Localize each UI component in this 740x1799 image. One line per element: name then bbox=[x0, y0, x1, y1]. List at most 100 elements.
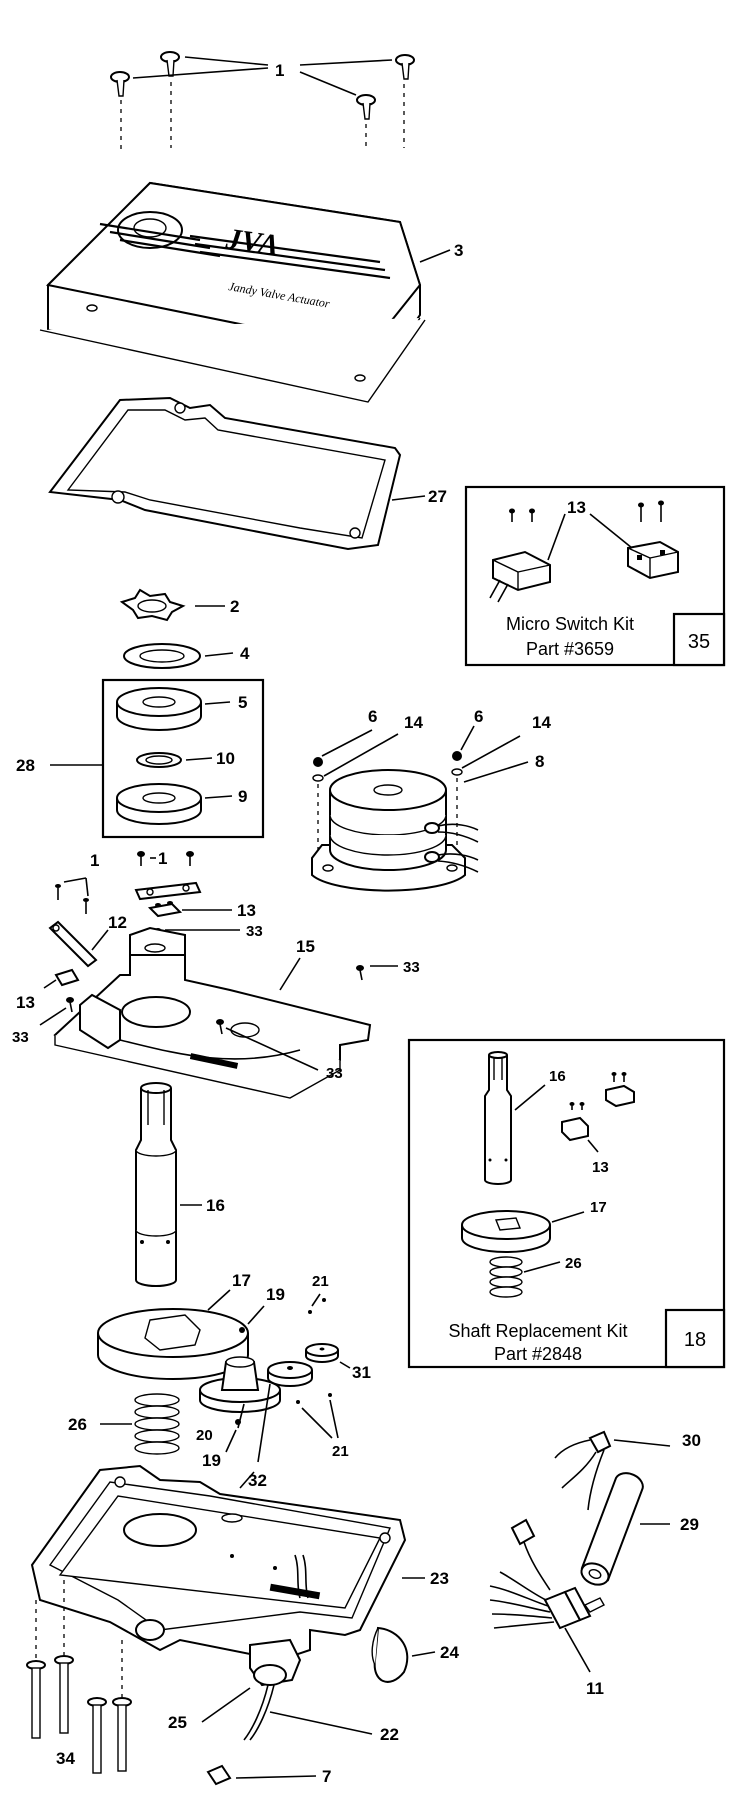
callout-31: 31 bbox=[352, 1363, 371, 1382]
drive-shaft bbox=[484, 1051, 512, 1185]
shaft-replacement-kit-box: 16 13 17 26 Shaft Replacement Kit Part #… bbox=[407, 1038, 726, 1369]
callout-19: 19 bbox=[266, 1285, 285, 1304]
callout-8: 8 bbox=[535, 752, 544, 771]
callout-27: 27 bbox=[428, 487, 447, 506]
callout-33: 33 bbox=[326, 1065, 343, 1082]
actuator-housing: 23 bbox=[30, 1464, 449, 1662]
star-washer: 2 bbox=[119, 588, 239, 622]
callout-21: 21 bbox=[312, 1273, 329, 1290]
callout-33: 33 bbox=[403, 959, 420, 976]
screw-icon bbox=[137, 851, 194, 866]
gear-train: 17 19 21 31 21 20 bbox=[68, 1271, 371, 1490]
callout-33: 33 bbox=[246, 923, 263, 940]
callout-26: 26 bbox=[68, 1415, 87, 1434]
drive-gear bbox=[461, 1210, 551, 1253]
shaft-kit-part: Part #2848 bbox=[494, 1344, 582, 1364]
flat-washer: 4 bbox=[123, 643, 250, 669]
screw-icon bbox=[87, 1697, 107, 1774]
screw-icon bbox=[395, 54, 415, 148]
cover-gasket: 27 bbox=[48, 396, 447, 551]
callout-25: 25 bbox=[168, 1713, 187, 1732]
callout-15: 15 bbox=[296, 937, 315, 956]
callout-2: 2 bbox=[230, 597, 239, 616]
micro-switch-icon bbox=[489, 550, 551, 603]
callout-30: 30 bbox=[682, 1431, 701, 1450]
screw-icon bbox=[110, 71, 130, 150]
callout-14: 14 bbox=[532, 713, 551, 732]
micro-switch-icon bbox=[147, 901, 183, 918]
actuator-cover: JVA Jandy Valve Actuator 3 bbox=[39, 181, 463, 403]
callout-19: 19 bbox=[202, 1451, 221, 1470]
thrust-bearing-lower bbox=[116, 783, 202, 825]
toggle-switch bbox=[489, 1571, 605, 1630]
micro-switch-kit-title: Micro Switch Kit bbox=[506, 614, 634, 634]
idler-gear bbox=[305, 1343, 339, 1363]
screw-icon bbox=[160, 51, 180, 148]
screw-icon bbox=[112, 1640, 132, 1772]
screw-icon bbox=[451, 751, 463, 845]
micro-switch-icon bbox=[561, 1072, 635, 1142]
screw-icon bbox=[26, 1600, 46, 1739]
micro-switch-kit-box: 13 Micro Switch Kit Part #3659 35 bbox=[464, 485, 726, 667]
bearing-assembly-box: 5 10 9 28 bbox=[16, 678, 265, 839]
callout-13: 13 bbox=[237, 901, 256, 920]
screw-icon bbox=[312, 757, 324, 850]
micro-switch-icon bbox=[627, 540, 679, 580]
bearing-race bbox=[136, 752, 182, 768]
callout-22: 22 bbox=[380, 1725, 399, 1744]
wire-nut bbox=[510, 1518, 551, 1591]
callout-1: 1 bbox=[275, 61, 284, 80]
callout-24: 24 bbox=[440, 1643, 459, 1662]
micro-switch-kit-number: 35 bbox=[688, 631, 710, 653]
motor-assembly: 6 14 6 14 8 bbox=[311, 707, 551, 892]
callout-28: 28 bbox=[16, 756, 35, 775]
callout-16: 16 bbox=[206, 1196, 225, 1215]
callout-34: 34 bbox=[56, 1749, 75, 1768]
callout-32: 32 bbox=[248, 1471, 267, 1490]
return-spring bbox=[489, 1256, 523, 1298]
switch-plate-assembly: 1 13 33 1 12 13 bbox=[12, 849, 420, 1099]
callout-23: 23 bbox=[430, 1569, 449, 1588]
callout-6: 6 bbox=[368, 707, 377, 726]
shaft-kit-title: Shaft Replacement Kit bbox=[448, 1321, 627, 1341]
screw-icon bbox=[509, 500, 664, 522]
callout-17: 17 bbox=[232, 1271, 251, 1290]
callout-20: 20 bbox=[196, 1427, 213, 1444]
callout-17: 17 bbox=[590, 1199, 607, 1216]
capacitor bbox=[580, 1472, 644, 1586]
callout-12: 12 bbox=[108, 913, 127, 932]
screw-icon bbox=[55, 884, 89, 914]
drive-gear bbox=[97, 1308, 249, 1380]
callout-10: 10 bbox=[216, 749, 235, 768]
shaft-kit-number: 18 bbox=[684, 1329, 706, 1351]
callout-9: 9 bbox=[238, 787, 247, 806]
wire-nut bbox=[554, 1430, 612, 1511]
cover-screws: 1 bbox=[110, 51, 415, 150]
callout-13: 13 bbox=[592, 1159, 609, 1176]
callout-13: 13 bbox=[567, 498, 586, 517]
cover-logo: JVA bbox=[223, 222, 281, 262]
wiring-components: 30 29 11 bbox=[489, 1430, 701, 1698]
cord-grip-and-cable: 25 22 7 bbox=[168, 1638, 399, 1786]
callout-1: 1 bbox=[90, 851, 99, 870]
callout-4: 4 bbox=[240, 644, 250, 663]
position-knob: 24 bbox=[371, 1626, 459, 1683]
screw-icon bbox=[54, 1580, 74, 1734]
callout-5: 5 bbox=[238, 693, 247, 712]
callout-3: 3 bbox=[454, 241, 463, 260]
callout-13: 13 bbox=[16, 993, 35, 1012]
callout-1: 1 bbox=[158, 849, 167, 868]
callout-21: 21 bbox=[332, 1443, 349, 1460]
return-spring bbox=[134, 1393, 180, 1455]
callout-29: 29 bbox=[680, 1515, 699, 1534]
callout-11: 11 bbox=[586, 1679, 604, 1698]
callout-14: 14 bbox=[404, 713, 423, 732]
housing-screws: 34 bbox=[26, 1580, 132, 1774]
callout-16: 16 bbox=[549, 1068, 566, 1085]
drive-shaft: 16 bbox=[135, 1082, 225, 1287]
screw-icon bbox=[356, 94, 376, 150]
micro-switch-kit-part: Part #3659 bbox=[526, 639, 614, 659]
idler-gear bbox=[267, 1361, 313, 1387]
idler-gear bbox=[199, 1356, 281, 1413]
